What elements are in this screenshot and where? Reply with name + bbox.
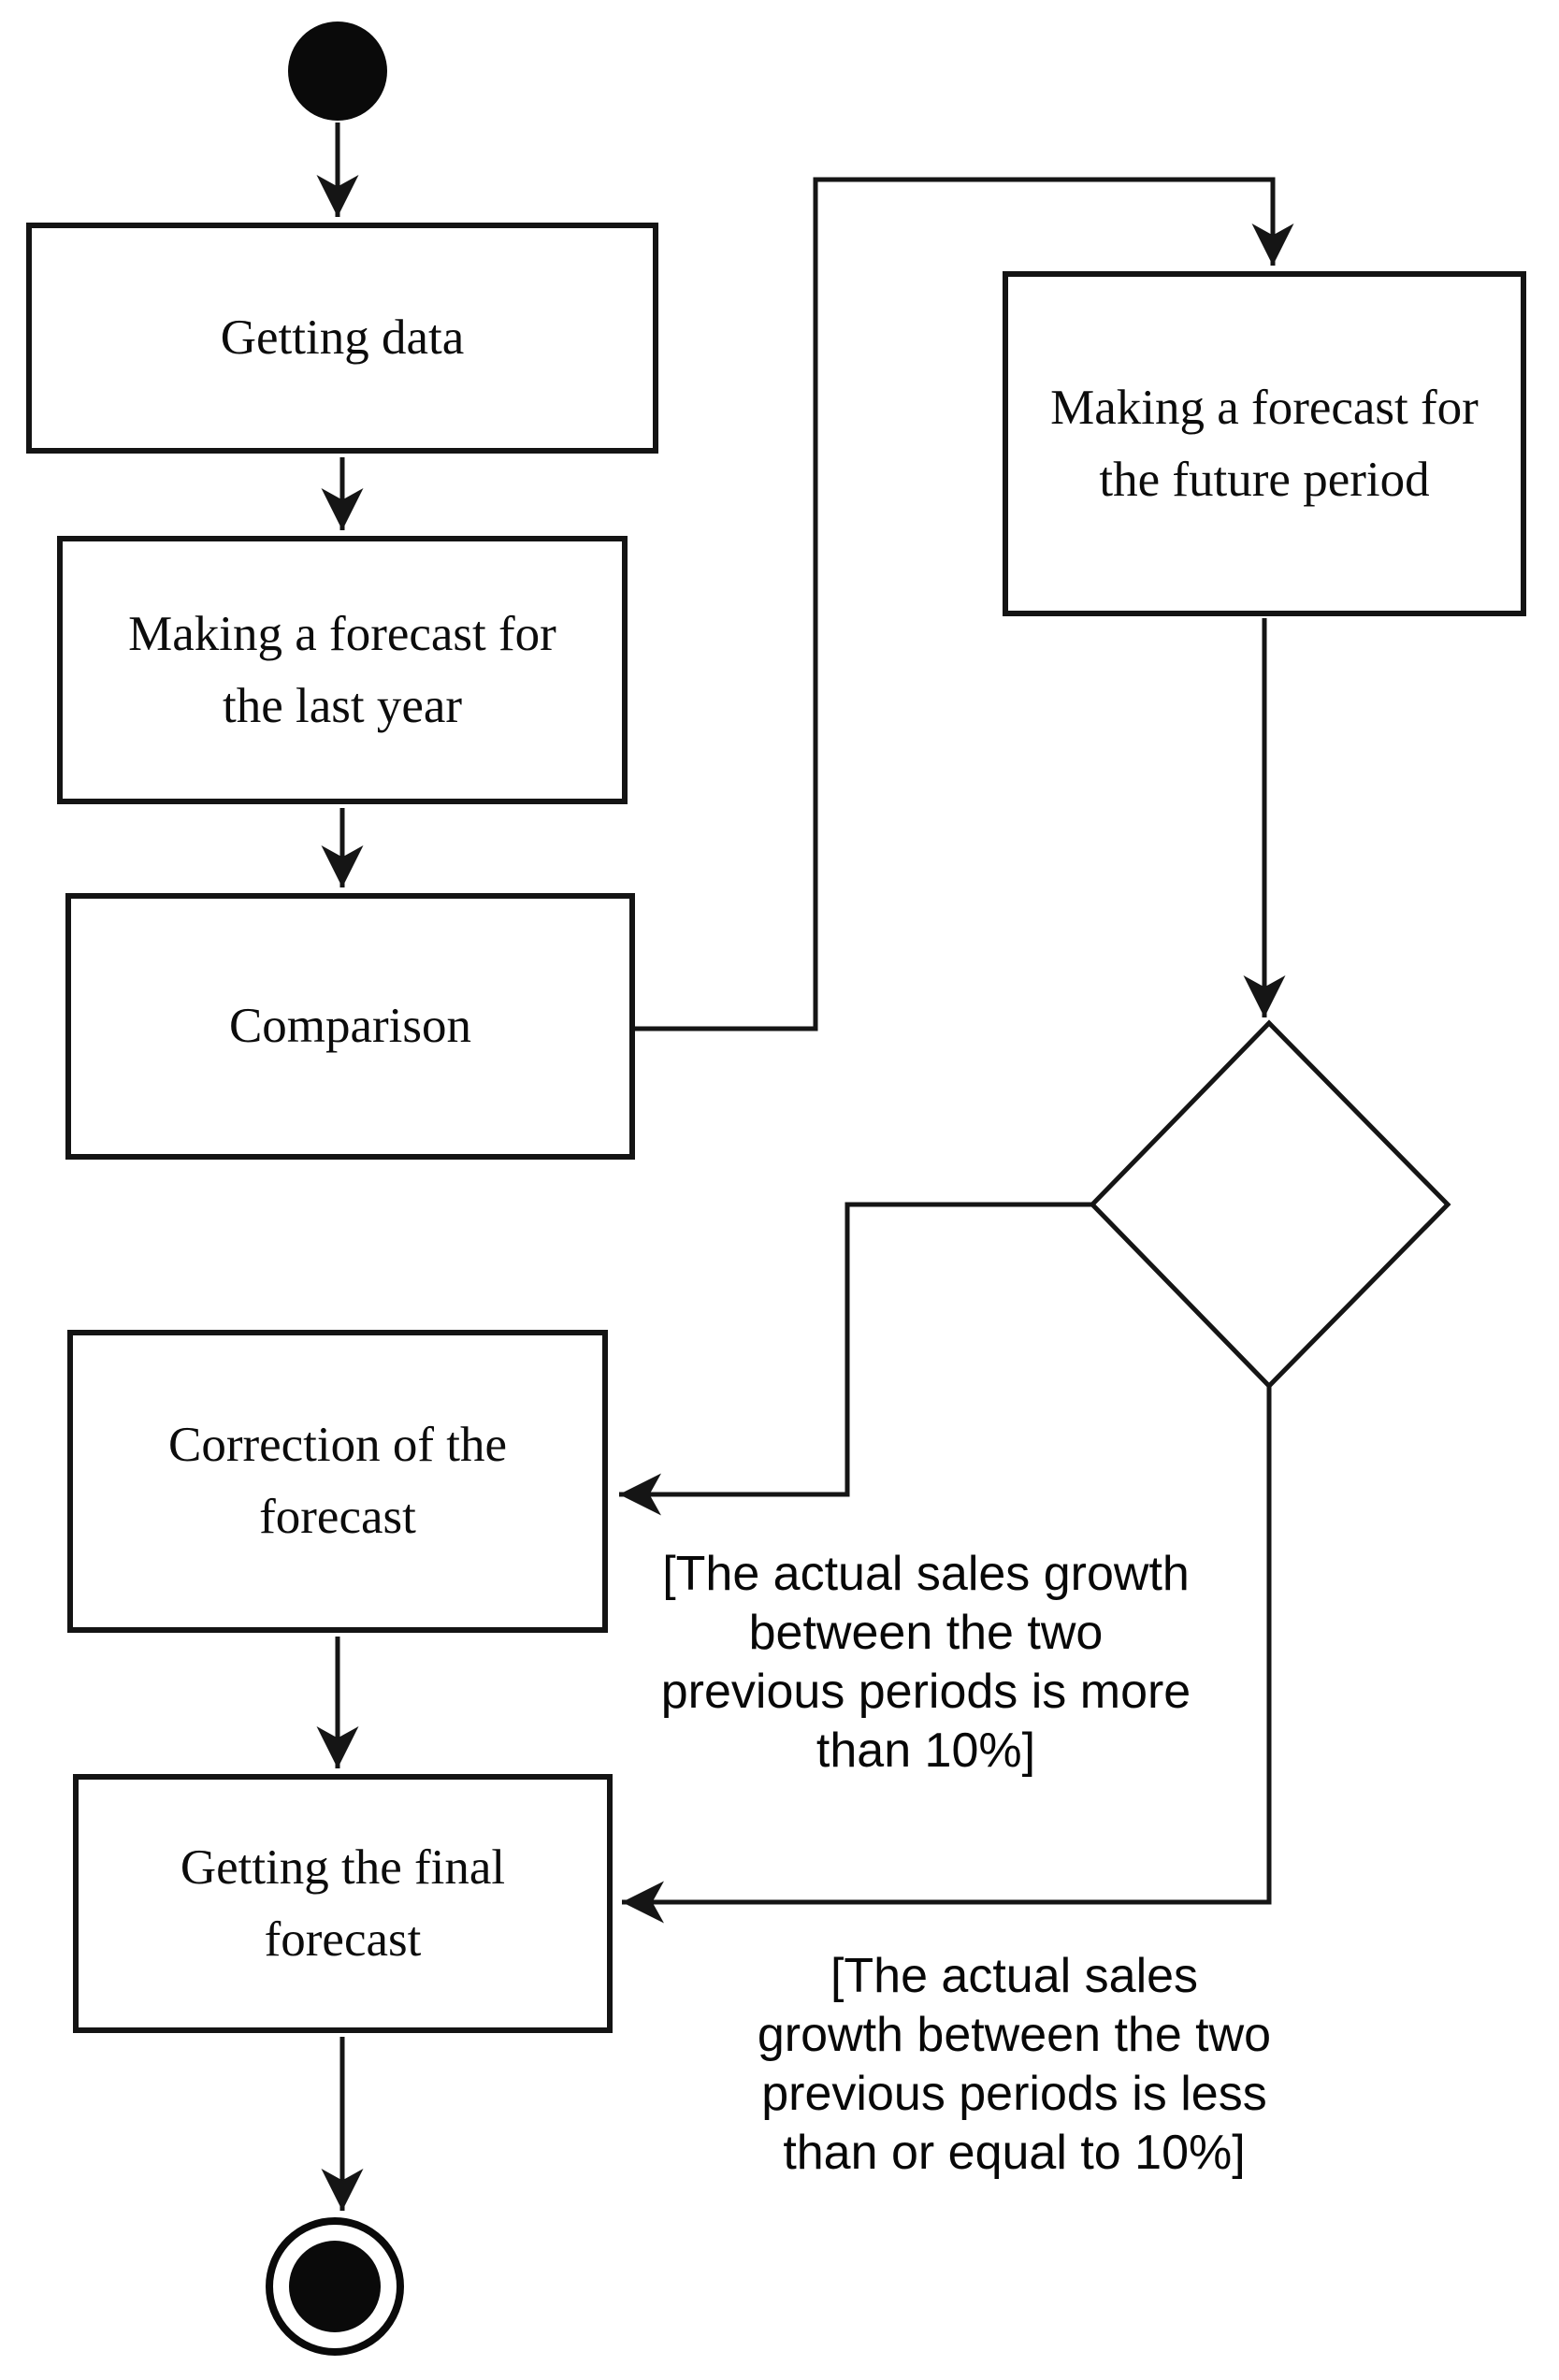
activity-correction-of-forecast: Correction of the forecast [67,1330,608,1633]
activity-getting-data: Getting data [26,223,658,454]
activity-getting-final-forecast-label: Getting the final forecast [180,1839,506,1967]
activity-correction-of-forecast-label: Correction of the forecast [167,1418,508,1544]
guard-more-than-10-percent: [The actual sales growth between the two… [660,1547,1191,1778]
decision-diamond [1089,1019,1451,1390]
activity-forecast-last-year: Making a forecast for the last year [57,536,628,804]
edge-comparison-to-future-period [635,177,1294,1031]
edge-decision-to-final [622,1386,1272,1924]
end-node [266,2217,404,2356]
activity-comparison-label: Comparison [228,999,472,1053]
activity-getting-data-label: Getting data [220,310,465,365]
activity-getting-final-forecast: Getting the final forecast [73,1774,613,2033]
edge-decision-to-correction [619,1202,1092,1516]
activity-comparison: Comparison [65,893,635,1160]
start-node [288,22,387,121]
activity-forecast-future-period: Making a forecast for the future period [1003,271,1526,616]
activity-forecast-future-period-label: Making a forecast for the future period [1050,380,1479,507]
activity-forecast-last-year-label: Making a forecast for the last year [128,606,556,733]
guard-less-or-equal-10-percent: [The actual sales growth between the two… [757,1949,1272,2180]
